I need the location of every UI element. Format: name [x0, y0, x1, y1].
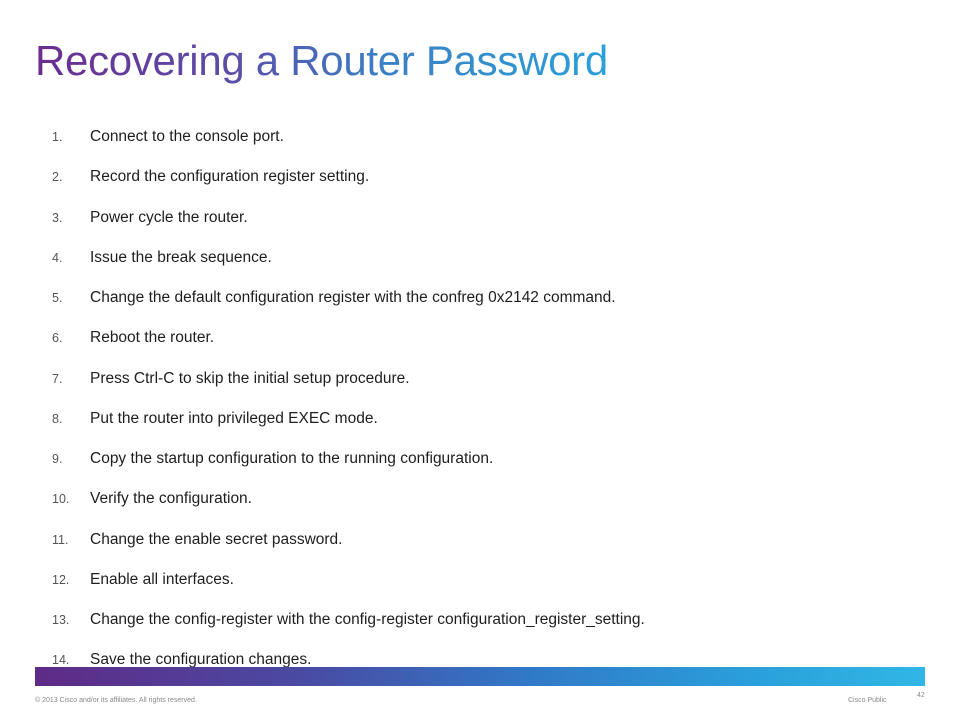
- step-number: 10.: [52, 492, 70, 507]
- step-number: 8.: [52, 411, 63, 426]
- step-number: 11.: [52, 532, 69, 547]
- step-text: Reboot the router.: [90, 329, 215, 347]
- step-number: 12.: [52, 572, 70, 587]
- list-item: 1. Connect to the console port.: [52, 117, 645, 157]
- list-item: 4. Issue the break sequence.: [52, 238, 645, 278]
- step-text: Save the configuration changes.: [90, 651, 312, 669]
- step-number: 5.: [52, 291, 63, 306]
- list-item: 8. Put the router into privileged EXEC m…: [52, 399, 645, 439]
- step-text: Record the configuration register settin…: [90, 168, 370, 186]
- step-text: Verify the configuration.: [90, 490, 252, 508]
- list-item: 6. Reboot the router.: [52, 318, 645, 358]
- step-text: Connect to the console port.: [90, 128, 284, 146]
- footer-gradient-bar: [35, 667, 925, 686]
- step-number: 9.: [52, 452, 63, 467]
- step-number: 3.: [52, 210, 63, 225]
- page-number: 42: [917, 692, 925, 699]
- step-number: 6.: [52, 331, 63, 346]
- list-item: 14. Save the configuration changes.: [52, 640, 645, 680]
- step-text: Change the default configuration registe…: [90, 289, 616, 307]
- footer-classification: Cisco Public: [848, 697, 887, 704]
- step-text: Enable all interfaces.: [90, 570, 234, 588]
- step-number: 1.: [52, 130, 63, 145]
- list-item: 10. Verify the configuration.: [52, 479, 645, 519]
- slide-title: Recovering a Router Password: [35, 37, 608, 84]
- step-text: Power cycle the router.: [90, 208, 248, 226]
- step-text: Put the router into privileged EXEC mode…: [90, 409, 378, 427]
- step-number: 14.: [52, 653, 70, 668]
- step-text: Press Ctrl-C to skip the initial setup p…: [90, 369, 410, 387]
- step-text: Change the enable secret password.: [90, 530, 343, 548]
- step-number: 2.: [52, 170, 63, 185]
- list-item: 12. Enable all interfaces.: [52, 560, 645, 600]
- step-number: 7.: [52, 371, 63, 386]
- list-item: 5. Change the default configuration regi…: [52, 278, 645, 318]
- list-item: 7. Press Ctrl-C to skip the initial setu…: [52, 359, 645, 399]
- step-text: Change the config-register with the conf…: [90, 611, 645, 629]
- step-number: 13.: [52, 613, 70, 628]
- list-item: 11. Change the enable secret password.: [52, 520, 645, 560]
- steps-list: 1. Connect to the console port. 2. Recor…: [52, 117, 645, 681]
- list-item: 9. Copy the startup configuration to the…: [52, 439, 645, 479]
- step-text: Copy the startup configuration to the ru…: [90, 450, 494, 468]
- step-number: 4.: [52, 250, 63, 265]
- list-item: 2. Record the configuration register set…: [52, 157, 645, 197]
- list-item: 13. Change the config-register with the …: [52, 600, 645, 640]
- list-item: 3. Power cycle the router.: [52, 198, 645, 238]
- step-text: Issue the break sequence.: [90, 248, 272, 266]
- footer-copyright: © 2013 Cisco and/or its affiliates. All …: [35, 697, 197, 704]
